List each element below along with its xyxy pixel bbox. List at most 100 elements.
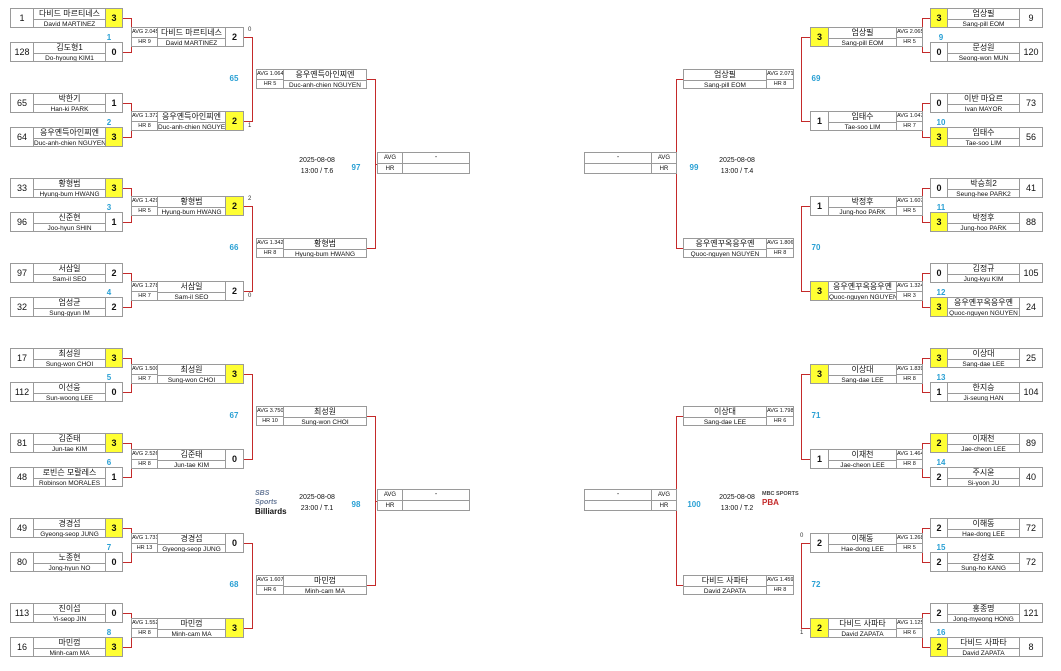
player-name-en: Sam-il SEO — [174, 294, 209, 300]
player-name-kr: 임태수 — [829, 112, 896, 123]
tiebreak-set-count: 0 — [248, 27, 252, 33]
high-run-label: HR — [385, 166, 395, 172]
player-name-kr: 황형범 — [34, 179, 105, 190]
player-name-en: Minh-cam MA — [304, 588, 346, 594]
set-score: 3 — [811, 28, 829, 46]
player-name-kr: 서삼일 — [158, 282, 225, 293]
match-number: 2 — [106, 118, 112, 127]
player-name-en: Quoc-nguyen NGUYEN — [949, 310, 1018, 316]
match-time-table: 13:00 / T.4 — [720, 168, 754, 175]
player-name-en: Gyeong-seop JUNG — [162, 546, 221, 552]
seed-number: 16 — [11, 638, 34, 656]
average-stat: AVG 1.607 — [257, 576, 283, 586]
average-stat: AVG 3.750 — [257, 407, 283, 417]
match-number: 70 — [811, 243, 821, 252]
player-name-en: Gyeong-seop JUNG — [40, 531, 99, 537]
high-run-stat: HR 9 — [138, 39, 151, 45]
set-score: 3 — [105, 9, 122, 27]
average-stat: AVG 1.798 — [767, 407, 793, 417]
slot-players: - — [585, 153, 651, 173]
set-score: 3 — [105, 519, 122, 537]
slot-player-value: - — [403, 490, 469, 501]
bracket-connector — [244, 37, 252, 38]
set-score: 1 — [931, 383, 948, 401]
player-name-kr: 주시윤 — [948, 468, 1019, 479]
set-score: 1 — [811, 112, 829, 130]
bracket-connector — [922, 18, 930, 19]
match-number: 11 — [936, 203, 946, 212]
match-number: 69 — [811, 74, 821, 83]
bracket-connector — [123, 222, 131, 223]
